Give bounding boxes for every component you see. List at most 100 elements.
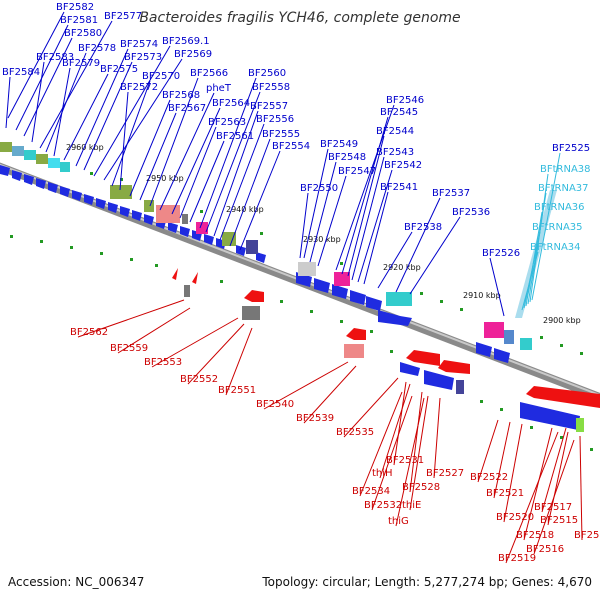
- gene-label[interactable]: BFtRNA36: [534, 202, 585, 213]
- gene-label[interactable]: BF2582: [56, 2, 94, 13]
- gene-label[interactable]: BF2514: [574, 530, 600, 541]
- label-leader-line: [39, 20, 113, 149]
- gene-label[interactable]: thiG: [388, 516, 409, 527]
- gene-arrow: [120, 206, 130, 217]
- gene-label[interactable]: BF2542: [384, 160, 422, 171]
- label-leader-line: [75, 48, 129, 167]
- feature-box: [520, 338, 532, 350]
- label-leader-line: [343, 377, 399, 438]
- gene-label[interactable]: thiE: [402, 500, 421, 511]
- gene-label[interactable]: BF2557: [250, 101, 288, 112]
- gene-label[interactable]: BF2545: [380, 107, 418, 118]
- gene-label[interactable]: BF2554: [272, 141, 310, 152]
- gene-label[interactable]: BF2520: [496, 512, 534, 523]
- gene-label[interactable]: BF2541: [380, 182, 418, 193]
- gene-label[interactable]: BF2570: [142, 71, 180, 82]
- gene-arrow: [0, 165, 10, 176]
- gene-label[interactable]: BFtRNA35: [532, 222, 583, 233]
- gene-label[interactable]: BF2526: [482, 248, 520, 259]
- label-leader-line: [45, 52, 87, 153]
- label-leader-line: [299, 192, 309, 259]
- gene-label[interactable]: BF2575: [100, 64, 138, 75]
- gene-label[interactable]: BF2532: [364, 500, 402, 511]
- gene-label[interactable]: BF2550: [300, 183, 338, 194]
- gene-label[interactable]: BF2534: [352, 486, 390, 497]
- gene-label[interactable]: BF2578: [78, 43, 116, 54]
- gene-label[interactable]: BFtRNA38: [540, 164, 591, 175]
- gene-label[interactable]: BF2535: [336, 427, 374, 438]
- gene-label[interactable]: BF2548: [328, 152, 366, 163]
- gene-label[interactable]: BF2559: [110, 343, 148, 354]
- gene-label[interactable]: thiH: [372, 468, 393, 479]
- label-leader-line: [335, 104, 395, 271]
- gene-label[interactable]: BF2569: [174, 49, 212, 60]
- gene-label[interactable]: BF2540: [256, 399, 294, 410]
- gene-label[interactable]: BF2569.1: [162, 36, 210, 47]
- gene-label[interactable]: BF2546: [386, 95, 424, 106]
- feature-box: [110, 185, 132, 199]
- gene-label[interactable]: BF2549: [320, 139, 358, 150]
- gene-label[interactable]: pheT: [206, 83, 232, 94]
- gene-label[interactable]: BF2552: [180, 374, 218, 385]
- gene-label[interactable]: BF2562: [70, 327, 108, 338]
- gene-label[interactable]: BF2538: [404, 222, 442, 233]
- gene-label[interactable]: BF2551: [218, 385, 256, 396]
- gene-label[interactable]: BF2518: [516, 530, 554, 541]
- accession-text: Accession: NC_006347: [8, 575, 144, 589]
- gene-label[interactable]: BF2515: [540, 515, 578, 526]
- gene-label[interactable]: BF2583: [36, 52, 74, 63]
- gene-label[interactable]: BFtRNA34: [530, 242, 581, 253]
- gene-label[interactable]: BF2573: [124, 52, 162, 63]
- gene-label[interactable]: BFtRNA37: [538, 183, 589, 194]
- gene-label[interactable]: BF2525: [552, 143, 590, 154]
- gene-label[interactable]: BF2516: [526, 544, 564, 555]
- gene-label[interactable]: BF2566: [190, 68, 228, 79]
- gene-label[interactable]: BF2574: [120, 39, 158, 50]
- gene-label[interactable]: BF2544: [376, 126, 414, 137]
- gene-label[interactable]: BF2528: [402, 482, 440, 493]
- gene-label[interactable]: BF2539: [296, 413, 334, 424]
- gene-label[interactable]: BF2558: [252, 82, 290, 93]
- gene-arrow: [332, 284, 348, 299]
- label-leader-line: [119, 91, 129, 191]
- label-leader-line: [341, 116, 389, 275]
- kbp-marker-2950: 2950 kbp: [146, 174, 184, 183]
- gene-label[interactable]: BF2584: [2, 67, 40, 78]
- gene-arrow: [172, 268, 178, 280]
- gene-label[interactable]: BF2547: [338, 166, 376, 177]
- gene-label[interactable]: BF2543: [376, 147, 414, 158]
- gene-label[interactable]: BF2581: [60, 15, 98, 26]
- gene-label[interactable]: BF2537: [432, 188, 470, 199]
- gene-label[interactable]: BF2519: [498, 553, 536, 564]
- gene-arrow: [494, 348, 510, 363]
- gene-label[interactable]: BF2561: [216, 131, 254, 142]
- gene-label[interactable]: BF2577: [104, 11, 142, 22]
- gene-label[interactable]: BF2536: [452, 207, 490, 218]
- gene-label[interactable]: BF2553: [144, 357, 182, 368]
- label-leader-line: [5, 76, 11, 129]
- gene-arrow: [48, 182, 58, 193]
- gene-label[interactable]: BF2522: [470, 472, 508, 483]
- gene-label[interactable]: BF2521: [486, 488, 524, 499]
- gene-arrow: [192, 272, 198, 284]
- feature-box: [156, 205, 180, 223]
- gene-label[interactable]: BF2560: [248, 68, 286, 79]
- gene-label[interactable]: BF2563: [208, 117, 246, 128]
- gene-label[interactable]: BF2568: [162, 90, 200, 101]
- gene-label[interactable]: BF2555: [262, 129, 300, 140]
- label-leader-line: [489, 257, 505, 317]
- gene-label[interactable]: BF2556: [256, 114, 294, 125]
- gene-label[interactable]: BF2580: [64, 28, 102, 39]
- gene-label[interactable]: BF2531: [386, 455, 424, 466]
- label-leader-line: [493, 421, 511, 499]
- label-leader-line: [309, 161, 337, 263]
- label-leader-line: [521, 251, 539, 311]
- gene-label[interactable]: BF2517: [534, 502, 572, 513]
- gene-label[interactable]: BF2572: [120, 82, 158, 93]
- label-leader-line: [179, 126, 217, 219]
- gene-label[interactable]: BF2527: [426, 468, 464, 479]
- gene-label[interactable]: BF2564: [212, 98, 250, 109]
- gene-label[interactable]: BF2579: [62, 58, 100, 69]
- gene-label[interactable]: BF2567: [168, 103, 206, 114]
